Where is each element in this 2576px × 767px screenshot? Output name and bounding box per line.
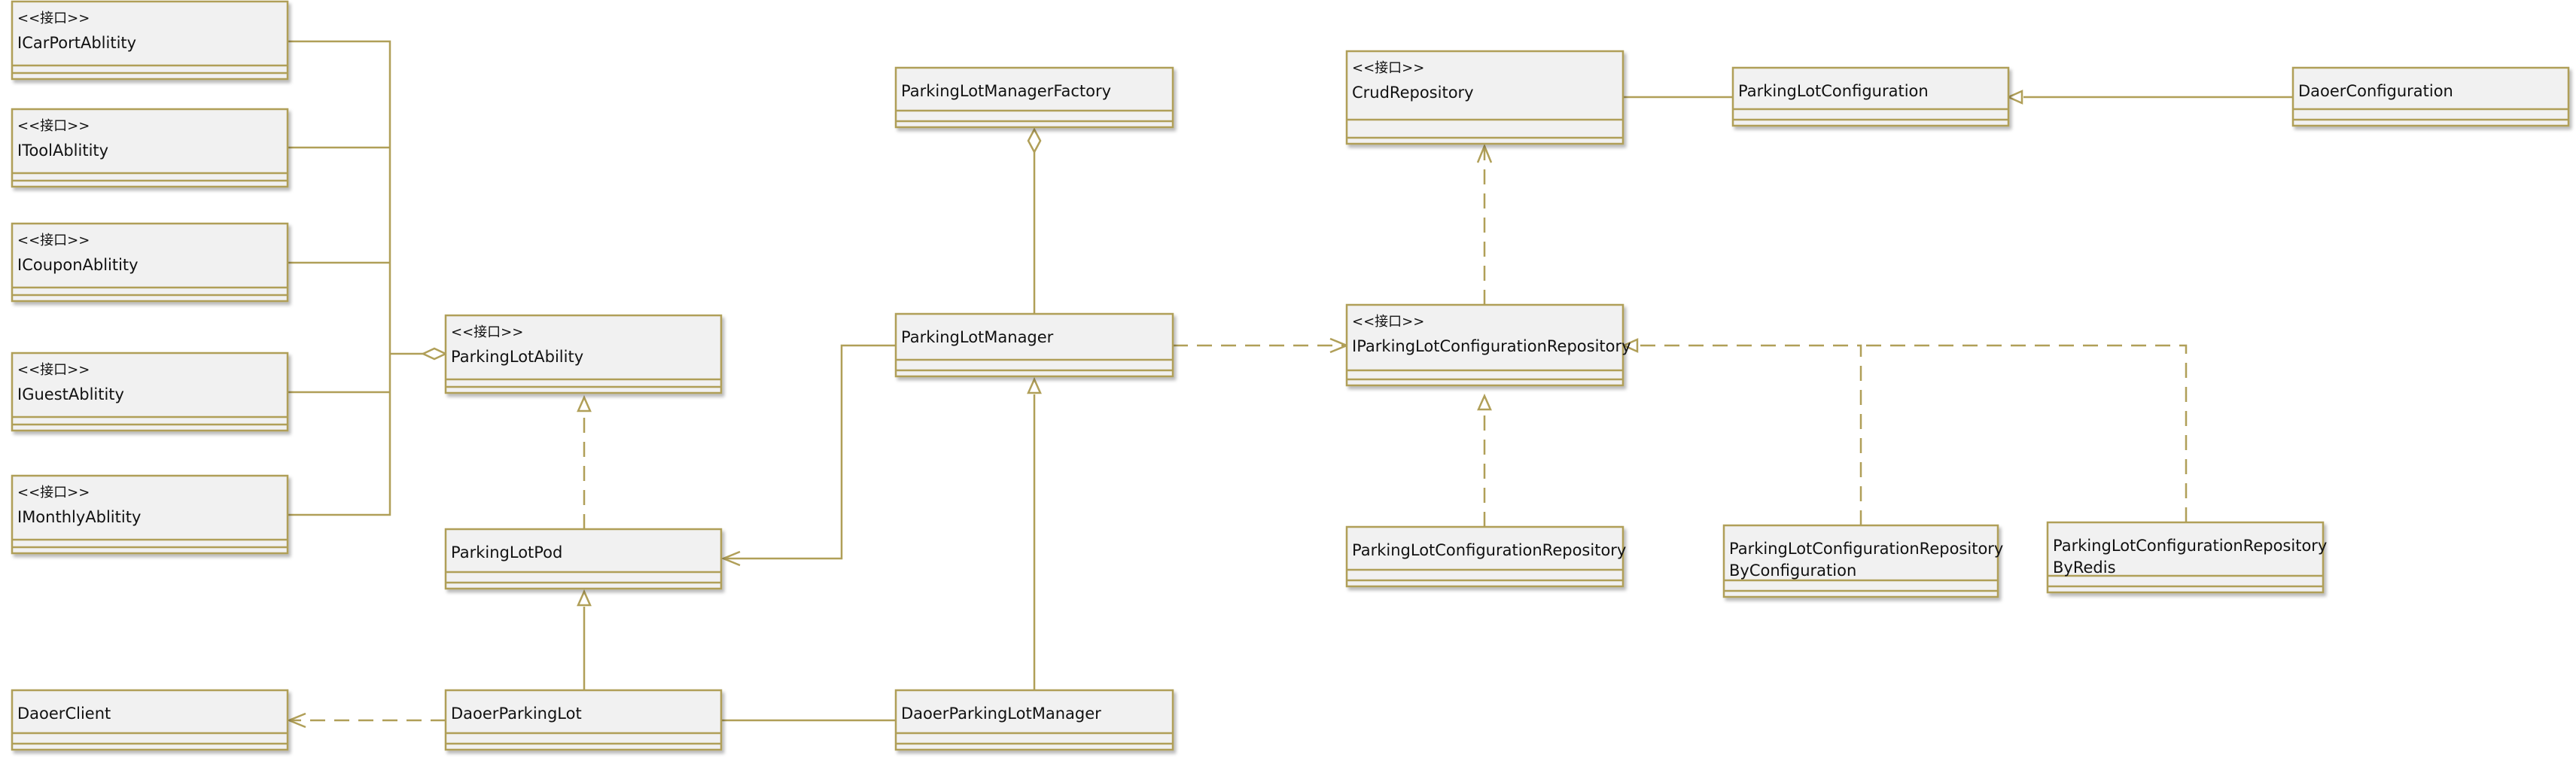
class-box-parkinglotpod[interactable]: ParkingLotPod (444, 528, 723, 590)
association-manager-pod-line (723, 344, 896, 560)
class-box-parkinglotconfigurationrepository[interactable]: ParkingLotConfigurationRepository (1345, 525, 1626, 588)
class-box-frame (1345, 50, 1624, 145)
inheritance-daoermanager-manager-head (1027, 376, 1042, 394)
dependency-daoerlot-client-arrow (286, 712, 306, 729)
realization-byredis-irepo-line (1861, 344, 2188, 522)
class-name: IGuestAblitity (17, 385, 124, 403)
class-box-frame (2291, 66, 2570, 127)
class-box-frame (894, 66, 1174, 129)
class-name: ByConfiguration (1729, 562, 1856, 580)
class-name: ParkingLotConfigurationRepository (1352, 541, 1626, 559)
class-box-iparkinglotconfigurationrepository[interactable]: <<接口>> IParkingLotConfigurationRepository (1345, 303, 1631, 387)
class-box-daoerconfiguration[interactable]: DaoerConfiguration (2291, 66, 2570, 127)
class-name: DaoerParkingLotManager (901, 705, 1101, 723)
class-box-daoerparkinglot[interactable]: DaoerParkingLot (444, 689, 723, 751)
class-name: IToolAblitity (17, 142, 108, 160)
class-stereotype: <<接口>> (17, 233, 90, 248)
class-name: ICarPortAblitity (17, 34, 136, 52)
class-name: ParkingLotManagerFactory (901, 82, 1111, 100)
class-box-frame (1731, 66, 2010, 127)
class-name: ParkingLotConfiguration (1738, 82, 1929, 100)
realization-pod-ability-head (577, 394, 592, 412)
aggregation-manager-factory-diamond (1027, 127, 1042, 154)
class-stereotype: <<接口>> (451, 324, 523, 340)
class-name: IParkingLotConfigurationRepository (1352, 337, 1631, 355)
class-stereotype: <<接口>> (17, 485, 90, 501)
class-name: ParkingLotConfigurationRepository (1729, 540, 2003, 558)
class-box-crudrepository[interactable]: <<接口>> CrudRepository (1345, 50, 1624, 145)
dependency-manager-irepo-arrow (1329, 337, 1350, 354)
class-name: DaoerParkingLot (451, 705, 582, 723)
class-stereotype: <<接口>> (17, 362, 90, 378)
realization-byconfig-irepo-line (1639, 344, 1862, 525)
class-stereotype: <<接口>> (1352, 60, 1424, 76)
class-box-frame (1722, 524, 1999, 598)
relationship-lines (286, 40, 2293, 729)
class-box-itool[interactable]: <<接口>> IToolAblitity (11, 108, 289, 188)
class-stereotype: <<接口>> (17, 11, 90, 26)
aggregation-imonthly-line (288, 354, 391, 516)
realization-repo-irepo-head (1477, 393, 1492, 411)
class-name: ParkingLotPod (451, 543, 562, 562)
class-box-imonthly[interactable]: <<接口>> IMonthlyAblitity (11, 474, 289, 555)
class-name: DaoerClient (17, 705, 111, 723)
class-boxes: <<接口>> ICarPortAblitity <<接口>> IToolAblitit… (11, 0, 2570, 751)
class-box-daoerclient[interactable]: DaoerClient (11, 689, 289, 751)
class-stereotype: <<接口>> (17, 118, 90, 134)
class-box-frame (894, 312, 1174, 378)
class-name: ParkingLotConfigurationRepository (2053, 537, 2327, 555)
class-box-frame (11, 689, 289, 751)
class-box-frame (1345, 303, 1624, 387)
class-name: ParkingLotManager (901, 328, 1054, 346)
class-box-daoerparkinglotmanager[interactable]: DaoerParkingLotManager (894, 689, 1174, 751)
class-stereotype: <<接口>> (1352, 314, 1424, 330)
inheritance-daoerconfig-config-head (2005, 90, 2023, 105)
class-name: ParkingLotAbility (451, 348, 583, 366)
class-name: CrudRepository (1352, 84, 1474, 102)
class-box-frame (444, 528, 723, 590)
aggregation-icarport-line (288, 40, 391, 354)
class-box-parkinglotconfigurationrepositorybyconfiguration[interactable]: ParkingLotConfigurationRepositoryByConfi… (1722, 524, 2003, 598)
class-box-icarport[interactable]: <<接口>> ICarPortAblitity (11, 0, 289, 81)
class-name: ICouponAblitity (17, 256, 139, 274)
class-box-parkinglotability[interactable]: <<接口>> ParkingLotAbility (444, 314, 723, 394)
class-box-parkinglotconfiguration[interactable]: ParkingLotConfiguration (1731, 66, 2010, 127)
class-box-icoupon[interactable]: <<接口>> ICouponAblitity (11, 222, 289, 303)
class-box-frame (444, 689, 723, 751)
class-name: DaoerConfiguration (2298, 82, 2453, 100)
class-box-frame (2046, 521, 2325, 594)
class-name: IMonthlyAblitity (17, 508, 141, 526)
realization-irepo-head (1621, 338, 1639, 353)
class-box-iguest[interactable]: <<接口>> IGuestAblitity (11, 352, 289, 432)
class-name: ByRedis (2053, 559, 2116, 577)
class-box-parkinglotmanager[interactable]: ParkingLotManager (894, 312, 1174, 378)
class-box-frame (1345, 525, 1624, 588)
dependency-irepo-crud-arrow (1476, 143, 1493, 163)
association-manager-pod-arrow (720, 550, 741, 567)
class-box-parkinglotmanagerfactory[interactable]: ParkingLotManagerFactory (894, 66, 1174, 129)
aggregation-diamond (421, 347, 448, 361)
class-box-frame (894, 689, 1174, 751)
inheritance-daoerlot-pod-head (577, 589, 592, 607)
